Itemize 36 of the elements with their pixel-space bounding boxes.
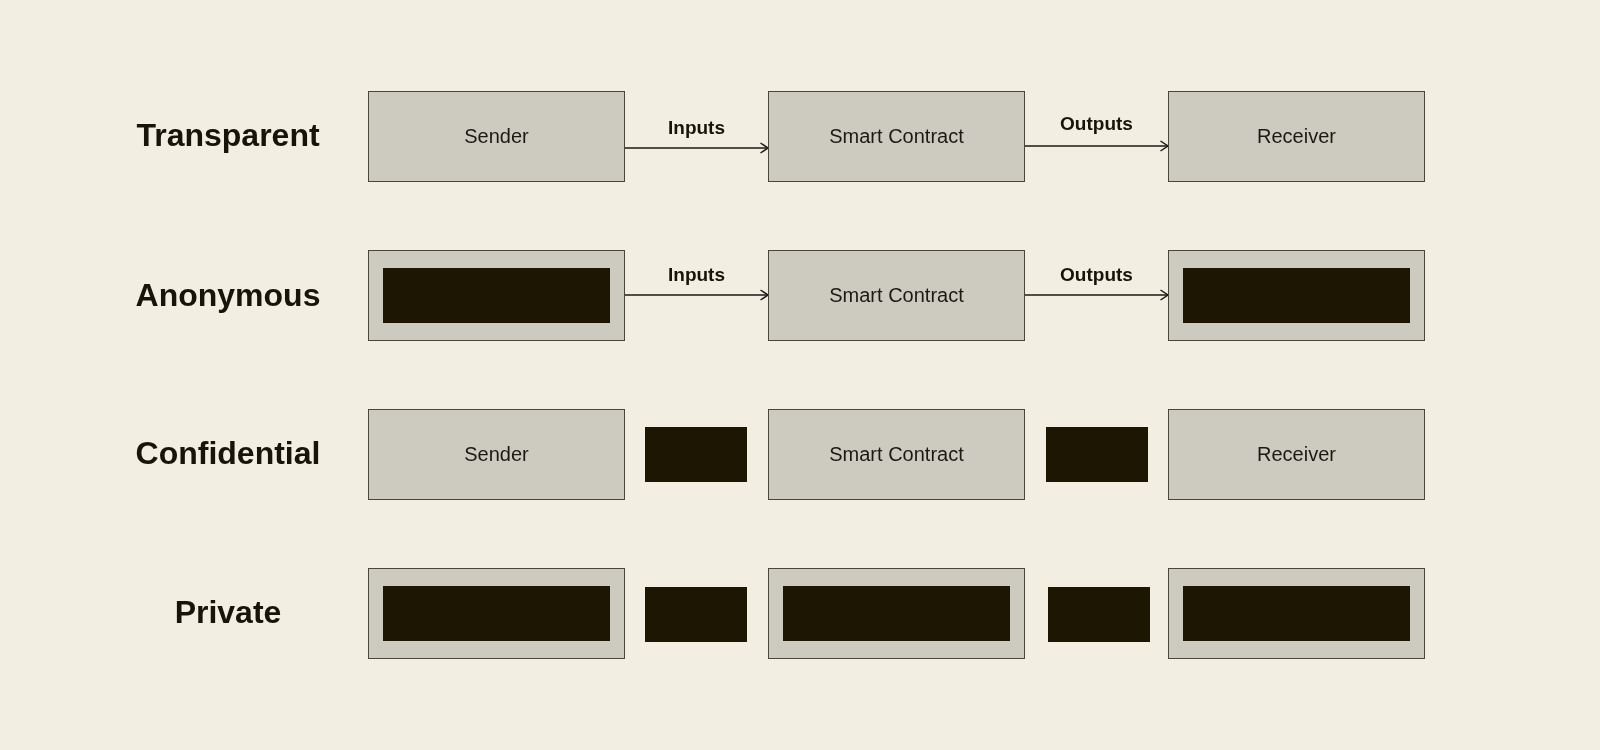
- row-label: Transparent: [136, 116, 320, 154]
- node-label: Smart Contract: [829, 443, 964, 466]
- process-box: [1168, 91, 1425, 182]
- node-label: Smart Contract: [829, 284, 964, 307]
- process-box: [368, 250, 625, 341]
- redaction-bar: [383, 586, 610, 641]
- process-box: [1168, 568, 1425, 659]
- process-box: [768, 91, 1025, 182]
- process-box: [1168, 250, 1425, 341]
- node-label: Smart Contract: [829, 125, 964, 148]
- process-box: [1168, 409, 1425, 500]
- node-label: Sender: [464, 443, 529, 466]
- process-box: [368, 91, 625, 182]
- node-label: Sender: [464, 125, 529, 148]
- redaction-bar: [383, 268, 610, 323]
- row-label: Anonymous: [135, 276, 321, 314]
- redaction-bar: [645, 587, 747, 642]
- arrow: [624, 289, 769, 301]
- redaction-bar: [1183, 586, 1410, 641]
- arrow: [1024, 289, 1169, 301]
- row-label: Confidential: [135, 434, 321, 472]
- arrow: [624, 142, 769, 154]
- node-label: Receiver: [1257, 443, 1336, 466]
- process-box: [768, 409, 1025, 500]
- redaction-bar: [645, 427, 747, 482]
- process-box: [368, 409, 625, 500]
- redaction-bar: [1046, 427, 1148, 482]
- process-box: [768, 250, 1025, 341]
- redaction-bar: [1183, 268, 1410, 323]
- row-label: Private: [174, 593, 282, 631]
- node-label: Receiver: [1257, 125, 1336, 148]
- process-box: [368, 568, 625, 659]
- redaction-bar: [1048, 587, 1150, 642]
- redaction-bar: [783, 586, 1010, 641]
- arrow: [1024, 140, 1169, 152]
- process-box: [768, 568, 1025, 659]
